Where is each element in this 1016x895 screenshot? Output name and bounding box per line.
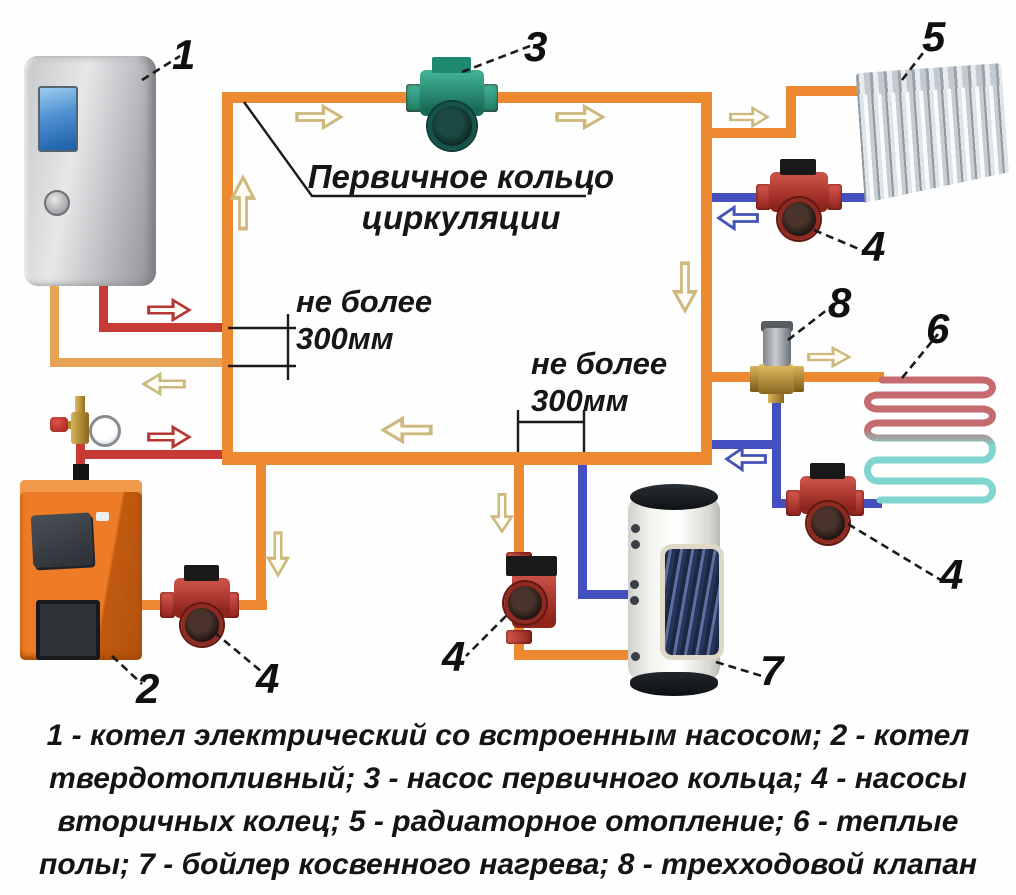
dhw-tank [628,484,724,698]
legend-line: 1 - котел электрический со встроенным на… [46,719,970,752]
tank-port [631,524,640,533]
tank-coil-cutaway [660,544,724,660]
radiator-pump [770,159,828,212]
flow-arrow-right [806,346,852,368]
flow-arrow-left [141,372,187,396]
tank-port [631,540,640,549]
pipe-floor-return-branch [710,440,776,449]
flow-arrow-down [672,260,698,314]
pipe-floor-return-v [772,396,781,508]
radiator [855,63,1011,203]
boiler-lower-door [36,600,100,660]
safety-group-tip [75,396,85,414]
pressure-gauge [89,415,121,447]
dhw-pump [506,556,558,628]
label-floor-heating: 6 [926,305,950,352]
safety-group-body [71,412,89,444]
pipe-floor-supply-right [796,372,884,382]
flow-arrow-up [230,174,256,232]
tank-top-cap [630,484,718,510]
pipe-dhw-supply-h [514,650,636,660]
pipe-primary-return-bottom [222,452,712,465]
flow-arrow-left [380,416,434,444]
flow-arrow-right [554,104,606,130]
floor-pump-flange [786,490,801,516]
radiator-pump-flange [827,184,842,210]
pipe-solid-return-v [256,452,266,610]
label-dhw-tank: 7 [760,647,784,694]
label-primary-pump: 3 [524,23,548,70]
tank-port [630,580,639,589]
tank-port [631,652,640,661]
floor-pump [800,463,856,514]
flow-arrow-right [294,104,344,130]
legend-line: полы; 7 - бойлер косвенного нагрева; 8 -… [39,848,977,881]
flow-arrow-down [266,530,290,578]
pipe-primary-riser-right [701,92,712,465]
legend: 1 - котел электрический со встроенным на… [36,714,980,886]
solid-boiler-pump [174,565,230,618]
tank-port [630,596,639,605]
pipe-radiator-supply-riser [786,86,796,138]
boiler-display [38,86,78,152]
safety-valve-knob [50,417,68,432]
flow-arrow-right [146,298,192,322]
dhw-pump-flange [506,630,532,644]
safety-group-stem [66,421,74,429]
tank-bottom-cap [630,672,718,696]
solid-boiler-pump-flange [160,592,175,618]
label-three-way-valve: 8 [828,279,852,326]
flow-arrow-left [716,205,760,231]
legend-line: твердотопливный; 3 - насос первичного ко… [49,762,967,795]
electric-boiler [24,56,156,286]
pipe-dhw-return-h [578,590,636,599]
pipe-floor-supply-left [706,372,754,382]
pipe-solid-supply-h [77,450,225,459]
pipe-electric-return-h [50,358,232,367]
legend-line: вторичных колец; 5 - радиаторное отоплен… [57,805,959,838]
boiler-latch [96,512,109,521]
valve-actuator [763,328,791,366]
valve-flange-right [793,366,804,392]
pipe-electric-supply-v [99,282,108,330]
note-text: 300мм [296,321,394,356]
primary-pump-flange [482,84,498,112]
note-max-distance-2: не более 300мм [531,345,667,419]
chimney-stub [73,464,89,484]
label-solid-boiler-pump: 4 [256,655,280,702]
note-text: не более [531,346,668,381]
valve-bottom-port [768,392,784,403]
pipe-radiator-supply-branch [704,128,796,138]
boiler-knob [44,190,70,216]
label-floor-pump: 4 [940,551,964,598]
radiator-sections [857,79,1011,203]
note-max-distance-1: не более 300мм [296,283,432,357]
note-text: 300мм [531,383,629,418]
pipe-electric-return-v [50,282,59,366]
pipe-dhw-return-v [578,452,587,597]
pipe-electric-supply-h [99,323,231,332]
title-line1: Первичное кольцо [307,158,615,195]
three-way-valve [758,364,794,394]
boiler-upper-door [30,512,94,568]
solid-fuel-boiler [20,480,142,660]
title-line2: циркуляции [361,199,561,236]
flow-arrow-right [146,425,192,449]
label-radiator: 5 [922,13,946,60]
floor-heating-coil [864,376,996,504]
pipe-primary-riser-left [222,92,233,465]
label-solid-fuel-boiler: 2 [136,665,160,712]
note-text: не более [296,284,433,319]
label-radiator-pump: 4 [862,223,886,270]
valve-actuator-cap [761,321,793,332]
flow-arrow-left [724,446,768,472]
flow-arrow-down [490,492,514,534]
flow-arrow-right [728,106,770,128]
valve-flange-left [750,366,761,392]
label-dhw-pump: 4 [442,633,466,680]
pipe-radiator-supply-feed [792,86,870,96]
radiator-pump-flange [756,184,771,210]
label-electric-boiler: 1 [172,31,196,78]
primary-pump [420,57,484,116]
